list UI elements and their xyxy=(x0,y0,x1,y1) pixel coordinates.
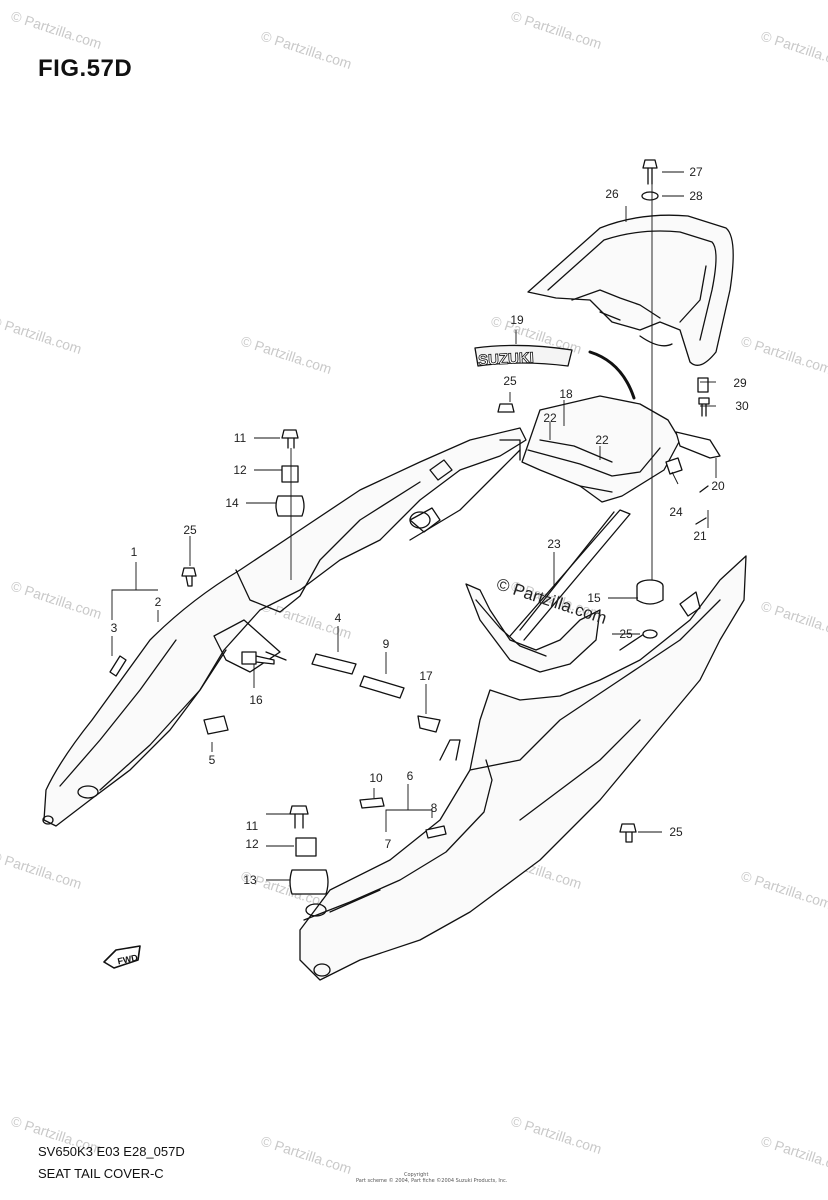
fwd-arrow xyxy=(103,945,141,969)
callout-5: 5 xyxy=(209,753,216,767)
screw-25-top xyxy=(497,403,515,413)
callout-21: 21 xyxy=(693,529,707,543)
watermark-text: © Partzilla.com xyxy=(0,313,84,357)
bolt-30-part xyxy=(698,397,710,417)
bolt-27-part xyxy=(642,159,658,185)
callout-10: 10 xyxy=(369,771,383,785)
watermark-text: © Partzilla.com xyxy=(259,1133,354,1177)
center-cover-part xyxy=(465,509,631,673)
fwd-label: FWD xyxy=(117,952,140,966)
callout-6: 6 xyxy=(407,769,414,783)
washer-28-part xyxy=(641,191,659,201)
callout-17: 17 xyxy=(419,669,433,683)
callout-25: 25 xyxy=(619,627,633,641)
callout-8: 8 xyxy=(431,801,438,815)
callout-22: 22 xyxy=(595,433,609,447)
callout-14: 14 xyxy=(225,496,239,510)
callout-2: 2 xyxy=(155,595,162,609)
callout-13: 13 xyxy=(243,873,257,887)
suzuki-logo-text: SUZUKI xyxy=(478,349,535,369)
bolt-16-part xyxy=(241,651,275,665)
callout-9: 9 xyxy=(383,637,390,651)
insert-5-part xyxy=(203,715,229,735)
callout-3: 3 xyxy=(111,621,118,635)
grab-rail-part xyxy=(527,214,734,366)
left-side-cover-part xyxy=(42,427,527,827)
top-cover-part xyxy=(521,395,681,503)
grommet-15-part xyxy=(636,579,664,639)
watermark-text: © Partzilla.com xyxy=(739,868,828,912)
callout-19: 19 xyxy=(510,313,524,327)
callout-labels: 1234567891011111212131415161718192021222… xyxy=(111,165,749,887)
callout-16: 16 xyxy=(249,693,263,707)
watermark-layer: © Partzilla.com © Partzilla.com © Partzill… xyxy=(0,8,828,1177)
callout-4: 4 xyxy=(335,611,342,625)
callout-1: 1 xyxy=(131,545,138,559)
clip-17-part xyxy=(417,715,441,733)
callout-23: 23 xyxy=(547,537,561,551)
figure-title: FIG.57D xyxy=(38,55,133,82)
callout-25: 25 xyxy=(669,825,683,839)
callout-29: 29 xyxy=(733,376,747,390)
watermark-text: © Partzilla.com xyxy=(759,598,828,642)
callout-11: 11 xyxy=(246,819,259,833)
copyright-line: Part scheme © 2004, Part fiche ©2004 Suz… xyxy=(356,1178,508,1184)
watermark-text: © Partzilla.com xyxy=(509,1113,604,1157)
fastener-stack-top xyxy=(275,429,305,517)
callout-28: 28 xyxy=(689,189,703,203)
screw-25-right xyxy=(619,823,637,843)
insert-3-part xyxy=(109,655,127,677)
watermark-text: © Partzilla.com xyxy=(9,578,104,622)
callout-11: 11 xyxy=(234,431,247,445)
callout-26: 26 xyxy=(605,187,619,201)
callout-22: 22 xyxy=(543,411,557,425)
copyright-small: Copyright xyxy=(404,1172,429,1178)
suzuki-emblem-part xyxy=(474,344,573,367)
screw-25-left xyxy=(181,567,197,587)
callout-20: 20 xyxy=(711,479,725,493)
figure-code: SV650K3 E03 E28_057D xyxy=(38,1144,185,1159)
callout-24: 24 xyxy=(669,505,683,519)
callout-12: 12 xyxy=(233,463,247,477)
figure-subtitle: SEAT TAIL COVER-C xyxy=(38,1166,164,1181)
callout-12: 12 xyxy=(245,837,259,851)
watermark-text: © Partzilla.com xyxy=(239,333,334,377)
collar-29-part xyxy=(697,377,709,393)
tape-9-part xyxy=(359,675,405,699)
watermark-text: © Partzilla.com xyxy=(759,28,828,72)
callout-7: 7 xyxy=(385,837,392,851)
rear-cowl-part xyxy=(299,555,747,981)
callout-25: 25 xyxy=(503,374,517,388)
callout-25: 25 xyxy=(183,523,197,537)
callout-30: 30 xyxy=(735,399,749,413)
fastener-stack-bottom xyxy=(289,805,329,895)
callout-15: 15 xyxy=(587,591,601,605)
watermark-text: © Partzilla.com xyxy=(759,1133,828,1177)
watermark-text: © Partzilla.com xyxy=(739,333,828,377)
watermark-text: © Partzilla.com xyxy=(509,8,604,52)
tape-4-part xyxy=(311,653,357,675)
callout-27: 27 xyxy=(689,165,703,179)
strip-20-part xyxy=(675,431,721,459)
watermark-text: © Partzilla.com xyxy=(259,28,354,72)
watermark-text: © Partzilla.com xyxy=(9,8,104,52)
watermark-text: © Partzilla.com xyxy=(0,848,84,892)
clip-24-part xyxy=(665,457,683,475)
callout-18: 18 xyxy=(559,387,573,401)
